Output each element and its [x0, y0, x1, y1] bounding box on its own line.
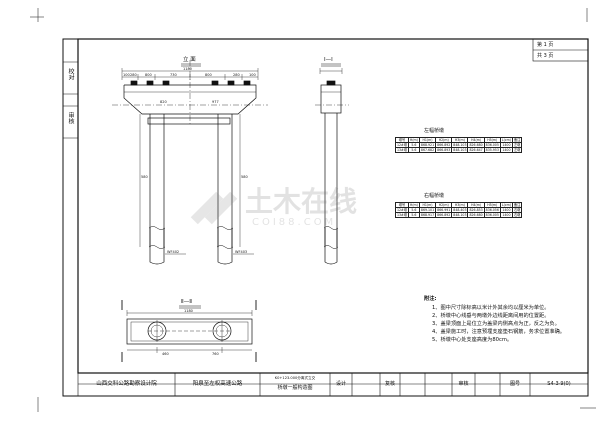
table-cell: 左墩 [511, 147, 523, 153]
table-cell: 1400 [499, 212, 513, 218]
table-cell: 866.892 [435, 142, 453, 148]
inner-frame [77, 38, 589, 374]
section-1 [315, 68, 349, 265]
table-left-title: 左幅桥墩 [424, 128, 445, 134]
drawing-no-label: 图号 [509, 381, 520, 387]
table-row: 墩号 H(m) H1(m) H2(m) H3(m) H4(m) H5(m) L(… [395, 137, 523, 143]
plan-total: 1180 [184, 309, 193, 313]
dim-cap-0: 820 [160, 100, 167, 104]
table-cell: 848.103 [451, 142, 469, 148]
dim-top-1: 280 [130, 73, 137, 77]
elevation-title: 立 面 [183, 57, 196, 63]
table-cell: 826.680 [467, 142, 485, 148]
dim-pier-right: 580 [241, 175, 248, 179]
plan-dim-0: 460 [162, 352, 169, 356]
section-2-title: Ⅱ—Ⅱ [181, 299, 192, 305]
notes-heading: 附注: [424, 296, 437, 302]
table-cell: L(cm) [499, 202, 513, 208]
dim-top-2: 800 [145, 73, 152, 77]
table-cell: 12#墩 [395, 142, 409, 148]
crop-marks [30, 8, 596, 412]
watermark-text: 土木在线 [245, 185, 358, 218]
watermark-subtext: COI88.COM [252, 217, 337, 228]
title-block-lines [77, 373, 588, 396]
note-item: 4、盖梁施工时，注意预埋支座垫石钢筋，务求位置准确。 [432, 329, 565, 335]
table-cell: 866.893 [435, 147, 453, 153]
table-cell: 848.403 [451, 207, 469, 213]
dim-top-0: 100 [123, 73, 130, 77]
project-name: 阳泉至左权高速公路 [192, 381, 243, 387]
table-cell: 836.005 [483, 212, 501, 218]
table-cell: 835.953 [483, 147, 501, 153]
table-cell: 836.005 [483, 142, 501, 148]
watermark: 土木在线 COI88.COM [190, 184, 440, 238]
dim-cap-1: 977 [212, 100, 219, 104]
side-label-review: 审核 [67, 112, 74, 124]
note-item: 3、盖梁顶面上是位立为盖梁内侧高点为正，反之为负。 [432, 321, 560, 327]
table-cell: 1400 [499, 147, 513, 153]
table-left: 墩号 H(m) H1(m) H2(m) H3(m) H4(m) H5(m) L(… [395, 137, 523, 153]
note-item: 1、图中尺寸除标高以米计外其余均以厘米为单位。 [432, 305, 550, 311]
table-cell: 826.647 [467, 147, 485, 153]
dim-top-3: 730 [170, 73, 177, 77]
drawing-no: S4-3-9(0) [547, 381, 571, 387]
note-item: 5、桥墩中心处支座高度为80cm。 [432, 337, 513, 343]
table-right: 墩号 H(m) H1(m) H2(m) H3(m) H4(m) H5(m) L(… [395, 202, 523, 218]
table-row: 12#墩 5.6 868.921 866.892 848.103 826.680… [395, 142, 523, 148]
table-cell: 848.103 [451, 212, 469, 218]
table-right-title: 右幅桥墩 [424, 193, 445, 199]
table-cell: 826.680 [467, 212, 485, 218]
table-cell: 13#墩 [395, 147, 409, 153]
table-cell: 5.6 [407, 147, 420, 153]
section-1-title: Ⅰ—Ⅰ [324, 57, 333, 63]
dim-top-6: 100 [249, 73, 256, 77]
table-cell: 右墩 [511, 212, 523, 218]
dim-top-5: 280 [233, 73, 240, 77]
table-cell: 826.853 [467, 207, 485, 213]
base-left-label: WF402 [167, 250, 180, 254]
table-cell: L(cm) [499, 137, 513, 143]
table-row: 13#墩 5.6 867.682 866.893 848.103 826.647… [395, 147, 523, 153]
review-label: 复核 [384, 381, 395, 387]
designer-org: 山西交科公路勘察设计院 [96, 381, 157, 387]
table-cell: 867.682 [418, 147, 437, 153]
table-row: 13#墩 5.6 868.917 866.892 848.103 826.680… [395, 212, 523, 218]
table-cell: 836.056 [483, 207, 501, 213]
dim-top-total: 1180 [183, 67, 192, 71]
table-cell: 848.103 [451, 147, 469, 153]
note-item: 2、桥墩中心线垂与两墩外边线距离间用的位置距。 [432, 313, 550, 319]
drawing-name-line1: K0+123.000分离式立交 [274, 376, 316, 380]
section-2 [121, 300, 257, 362]
page-total: 共 3 页 [537, 53, 554, 59]
drawing-name-line2: 桥墩一般构造图 [277, 385, 313, 391]
page-number: 第 1 页 [537, 42, 554, 48]
table-cell: H(m) [407, 137, 420, 143]
side-label-check: 校对 [67, 68, 74, 80]
plan-dim-1: 760 [212, 352, 219, 356]
dim-top-4: 800 [205, 73, 212, 77]
pier-elevation [112, 60, 268, 265]
dim-pier-left: 580 [141, 175, 148, 179]
watermark-logo [190, 191, 238, 225]
design-label: 设计 [335, 381, 346, 387]
approve-label: 审核 [458, 381, 469, 387]
table-cell: 868.921 [418, 142, 437, 148]
base-right-label: WF403 [235, 250, 248, 254]
